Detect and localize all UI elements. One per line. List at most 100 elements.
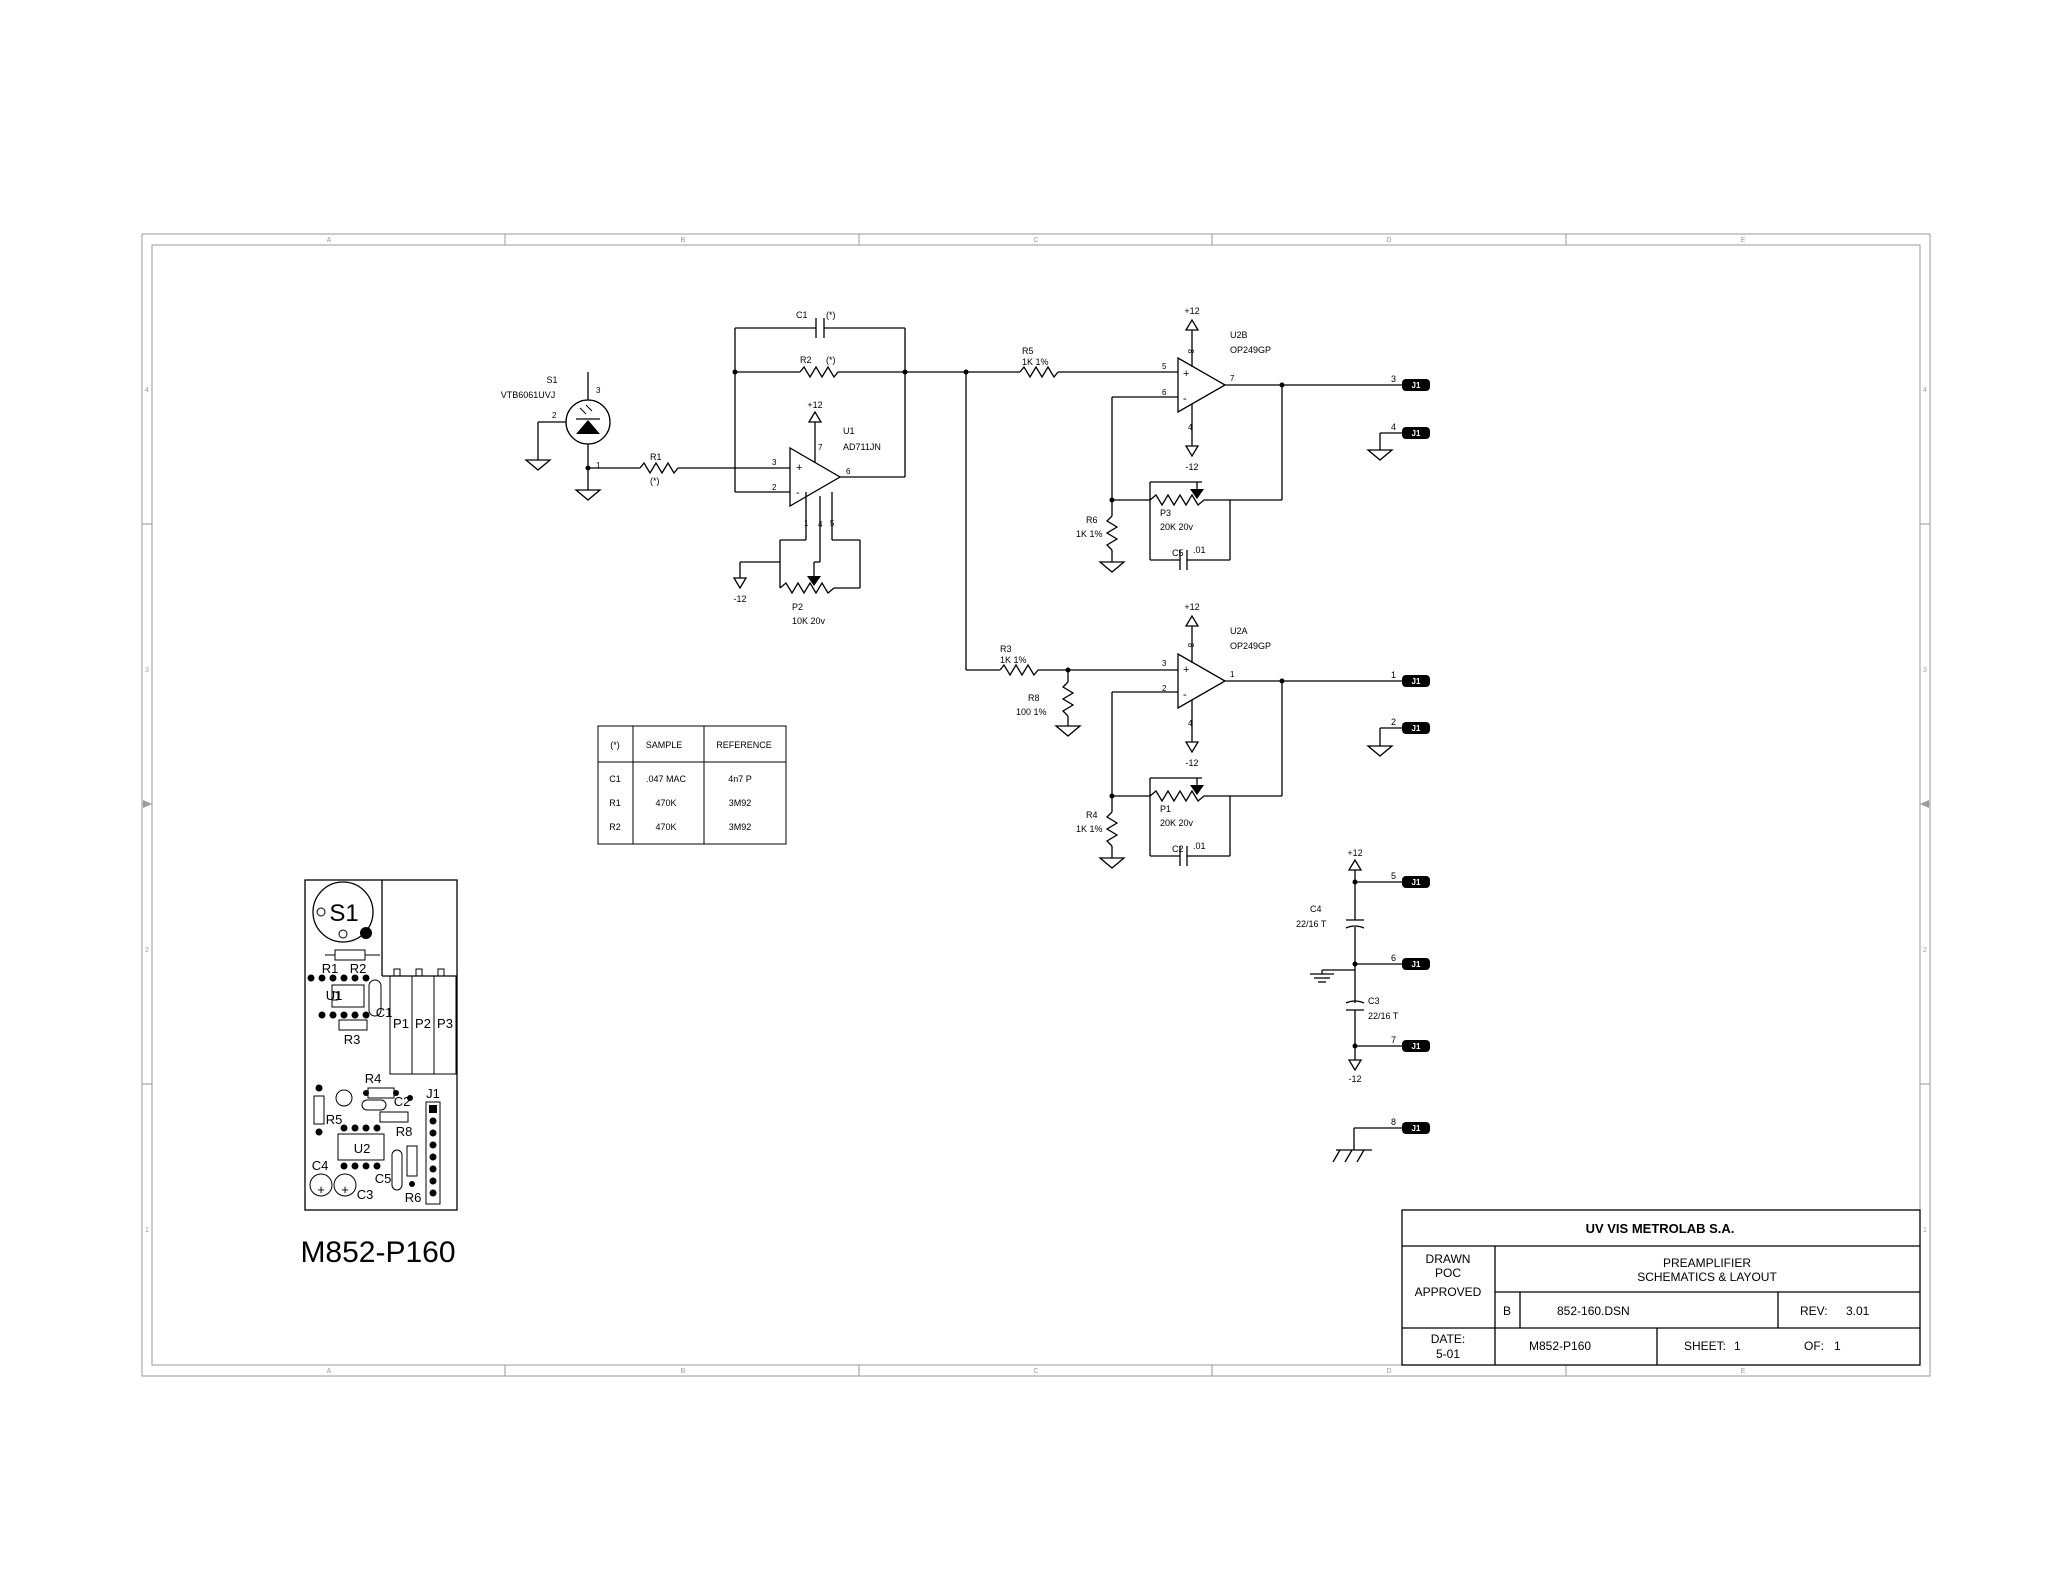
c4-ref: C4 xyxy=(1310,904,1322,914)
pcb-label-u1: U1 xyxy=(326,988,343,1003)
j1-label: J1 xyxy=(1412,677,1421,686)
pcb-label-r2: R2 xyxy=(350,961,367,976)
tb-sheet-label: SHEET: xyxy=(1684,1339,1726,1353)
j1-pin-1: J1 1 xyxy=(1391,670,1430,687)
pcb-plus: + xyxy=(341,1182,349,1197)
drawing-frame: A B C D E A B C D E 4 3 2 1 4 3 2 1 xyxy=(141,233,1931,1377)
u1-neg-supply: -12 xyxy=(733,594,746,604)
bom-header: SAMPLE xyxy=(646,740,683,750)
frame-row-label: 3 xyxy=(1923,667,1927,674)
j1-label: J1 xyxy=(1412,960,1421,969)
j1-label: J1 xyxy=(1412,429,1421,438)
s1-ref: S1 xyxy=(546,375,557,385)
u2a-stage: R3 1K 1% R8 100 1% + - 3 2 1 8 4 U2A OP2… xyxy=(999,602,1402,869)
u1-pin: 7 xyxy=(818,443,823,452)
u2a-neg-supply: -12 xyxy=(1185,758,1198,768)
frame-col-label: E xyxy=(1741,1368,1746,1375)
j1-connectors: J1 3 J1 4 J1 1 J1 2 xyxy=(1366,374,1430,757)
r5-value: 1K 1% xyxy=(1022,357,1049,367)
u2a-ref: U2A xyxy=(1230,626,1248,636)
j1-pin-3: J1 3 xyxy=(1391,374,1430,391)
photodiode-s1: S1 VTB6061UVJ 3 2 1 xyxy=(501,372,611,501)
r4-value: 1K 1% xyxy=(1076,824,1103,834)
j1-pin-number: 7 xyxy=(1391,1035,1396,1045)
j1-pin-number: 5 xyxy=(1391,871,1396,881)
frame-col-label: A xyxy=(327,237,332,244)
bom-table: (*) SAMPLE REFERENCE C1 .047 MAC 4n7 P R… xyxy=(597,725,787,845)
pcb-label-c1: C1 xyxy=(376,1005,393,1020)
frame-col-label: C xyxy=(1033,1368,1038,1375)
j1-pin-number: 4 xyxy=(1391,422,1396,432)
pcb-label-c2: C2 xyxy=(394,1094,411,1109)
bom-cell: R2 xyxy=(609,822,621,832)
bom-cell: 4n7 P xyxy=(728,774,752,784)
frame-col-label: E xyxy=(1741,237,1746,244)
tb-title-line2: SCHEMATICS & LAYOUT xyxy=(1637,1270,1777,1284)
tb-of-label: OF: xyxy=(1804,1339,1824,1353)
bom-cell: C1 xyxy=(609,774,621,784)
j1-pin-6: J1 6 xyxy=(1391,953,1430,970)
c4-value: 22/16 T xyxy=(1296,919,1327,929)
c3-ref: C3 xyxy=(1368,996,1380,1006)
frame-row-label: 3 xyxy=(145,667,149,674)
u2b-pos-supply: +12 xyxy=(1184,306,1199,316)
j1-pin-4: J1 4 xyxy=(1366,422,1430,461)
p2-value: 10K 20v xyxy=(792,616,826,626)
c5-ref: C5 xyxy=(1172,548,1184,558)
tb-approved-label: APPROVED xyxy=(1415,1285,1482,1299)
p1-ref: P1 xyxy=(1160,804,1171,814)
j1-label: J1 xyxy=(1412,381,1421,390)
pcb-label-c3: C3 xyxy=(357,1187,374,1202)
pcb-label-c4: C4 xyxy=(312,1158,329,1173)
frame-row-label: 4 xyxy=(145,387,149,394)
u2b-plus: + xyxy=(1183,368,1189,380)
u2b-ref: U2B xyxy=(1230,330,1248,340)
tb-file: 852-160.DSN xyxy=(1557,1304,1630,1318)
tb-of: 1 xyxy=(1834,1339,1841,1353)
frame-col-label: A xyxy=(327,1368,332,1375)
j1-pin-number: 8 xyxy=(1391,1117,1396,1127)
pcb-label-p1: P1 xyxy=(393,1016,409,1031)
pcb-layout: S1 R1 R2 U1 C1 R3 xyxy=(304,879,458,1211)
bom-cell: .047 MAC xyxy=(646,774,687,784)
pcb-label-r4: R4 xyxy=(365,1071,382,1086)
s1-pin: 2 xyxy=(552,411,557,420)
tb-rev-label: REV: xyxy=(1800,1304,1828,1318)
u2a-plus: + xyxy=(1183,664,1189,676)
u1-minus: - xyxy=(796,487,800,499)
p1-value: 20K 20v xyxy=(1160,818,1194,828)
u2b-pin: 7 xyxy=(1230,374,1235,383)
bom-cell: R1 xyxy=(609,798,621,808)
u2a-pin: 1 xyxy=(1230,670,1235,679)
u2b-pin: 8 xyxy=(1186,349,1195,354)
u2b-pin: 5 xyxy=(1162,362,1167,371)
frame-col-label: B xyxy=(681,1368,686,1375)
u2b-value: OP249GP xyxy=(1230,345,1271,355)
frame-row-label: 2 xyxy=(1923,947,1927,954)
bom-header: (*) xyxy=(610,740,620,750)
bom-cell: 470K xyxy=(655,822,676,832)
r5-ref: R5 xyxy=(1022,346,1034,356)
j1-pin-number: 2 xyxy=(1391,717,1396,727)
c1-ref: C1 xyxy=(796,310,808,320)
u2a-pin: 4 xyxy=(1188,719,1193,728)
u2b-opamp xyxy=(1177,356,1227,414)
tb-date: 5-01 xyxy=(1436,1347,1460,1361)
j1-label: J1 xyxy=(1412,1042,1421,1051)
u2b-pin: 4 xyxy=(1188,423,1193,432)
tb-drawn-label: DRAWN xyxy=(1426,1252,1471,1266)
p3-ref: P3 xyxy=(1160,508,1171,518)
u2a-value: OP249GP xyxy=(1230,641,1271,651)
tb-doc: M852-P160 xyxy=(1529,1339,1591,1353)
u2a-pin: 2 xyxy=(1162,684,1167,693)
u2b-neg-supply: -12 xyxy=(1185,462,1198,472)
j1-pin-7: J1 7 xyxy=(1391,1035,1430,1052)
pcb-label-p2: P2 xyxy=(415,1016,431,1031)
j1-pin-8: J1 8 xyxy=(1332,1117,1430,1163)
frame-row-label: 4 xyxy=(1923,387,1927,394)
tb-drawn-by: POC xyxy=(1435,1266,1461,1280)
pwr-pos-label: +12 xyxy=(1347,848,1362,858)
j1-label: J1 xyxy=(1412,724,1421,733)
u1-ref: U1 xyxy=(843,426,855,436)
